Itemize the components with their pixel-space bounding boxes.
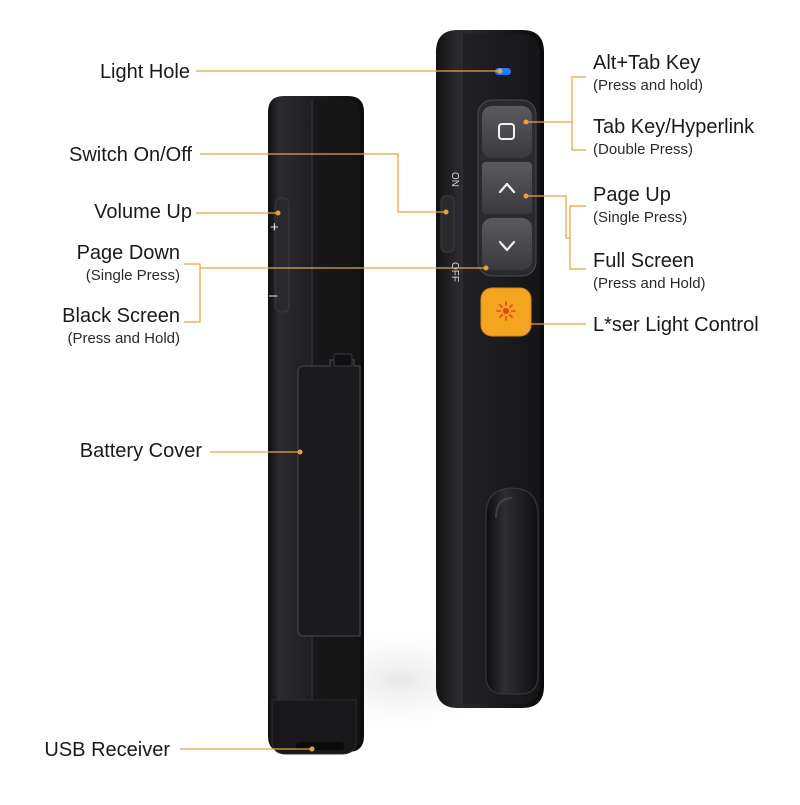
label-full-screen-sub: (Press and Hold) [593,275,706,292]
volume-rocker [274,197,290,313]
label-alt-tab-sub: (Press and hold) [593,77,704,94]
pocket-clip [485,487,539,695]
leader-bracket-mid-right [569,205,586,270]
page-down-button [482,218,532,270]
label-black-screen-sub: (Press and Hold) [67,330,180,347]
chevron-up-icon [498,182,516,194]
label-page-up: Page Up [593,184,671,206]
switch-on-text: ON [449,172,460,187]
label-page-up-sub: (Single Press) [593,209,688,226]
leader-bracket-left [184,263,201,323]
leader-switch [200,153,446,213]
label-tab-key-sub: (Double Press) [593,141,694,158]
leader-dots [275,68,531,752]
battery-cover-latch [333,353,353,367]
laser-icon [496,301,516,321]
side-view-device: + – [268,96,364,755]
leader-bracket-top-right [571,76,586,151]
label-usb-receiver: USB Receiver [44,739,170,761]
label-tab-key: Tab Key/Hyperlink [593,116,755,138]
label-page-down-sub: (Single Press) [85,267,180,284]
label-black-screen: Black Screen [62,305,180,327]
label-page-down: Page Down [76,242,180,264]
volume-plus-mark: + [270,219,279,236]
front-view-device: ON OFF [436,30,544,708]
tab-button [482,106,532,158]
label-alt-tab: Alt+Tab Key [593,52,701,74]
label-switch-on-off: Switch On/Off [68,144,192,166]
switch-off-text: OFF [449,262,460,282]
leader-page-up [526,195,570,239]
power-switch [440,195,455,253]
leader-lines [180,70,586,750]
label-battery-cover: Battery Cover [79,440,202,462]
battery-cover [297,359,361,637]
label-laser-control: L*ser Light Control [593,314,759,336]
usb-receiver-tip [296,742,344,750]
square-icon [498,123,515,140]
volume-minus-mark: – [269,287,278,304]
chevron-down-icon [498,240,516,252]
usb-receiver [271,699,357,755]
page-up-button [482,162,532,214]
label-full-screen: Full Screen [593,250,695,272]
label-volume-up: Volume Up [94,201,192,223]
label-light-hole: Light Hole [99,61,190,83]
